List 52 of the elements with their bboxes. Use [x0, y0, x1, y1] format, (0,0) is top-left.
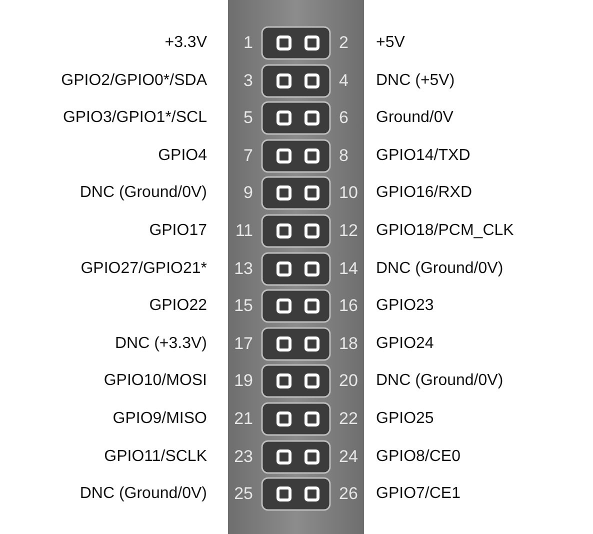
- pin-number: 21: [234, 409, 253, 429]
- pin-label: +5V: [376, 33, 405, 53]
- pin-label: GPIO18/PCM_CLK: [376, 221, 514, 241]
- pin-label: GPIO3/GPIO1*/SCL: [62, 108, 207, 128]
- pin-label: GPIO23: [376, 296, 434, 316]
- pin-label: DNC (+3.3V): [114, 334, 207, 354]
- pin-label: GPIO24: [376, 334, 434, 354]
- pin-number: 7: [244, 146, 253, 166]
- pin-number: 13: [234, 258, 253, 279]
- pin-number: 6: [339, 108, 348, 128]
- pin-label: GPIO25: [376, 409, 434, 429]
- pin-number: 18: [339, 334, 358, 354]
- pin-number: 11: [235, 221, 253, 241]
- pin-number: 4: [339, 70, 348, 91]
- pin-number: 3: [244, 70, 253, 91]
- pin-number: 2: [339, 33, 348, 53]
- pin-number: 17: [234, 334, 253, 354]
- pin-label: GPIO16/RXD: [376, 183, 472, 204]
- pin-number: 5: [244, 108, 253, 128]
- pin-label: GPIO11/SCLK: [104, 446, 207, 467]
- pin-label: DNC (Ground/0V): [376, 258, 504, 279]
- pin-number: 19: [234, 371, 253, 392]
- pin-label: DNC (Ground/0V): [80, 183, 207, 204]
- pin-label: GPIO22: [149, 296, 207, 316]
- pin-number: 22: [339, 409, 358, 429]
- pin-number: 9: [244, 183, 253, 204]
- pin-number: 20: [339, 371, 358, 392]
- pin-label: GPIO17: [149, 221, 207, 241]
- pin-number: 16: [339, 296, 358, 316]
- pin-label: GPIO4: [158, 146, 207, 166]
- pin-label: +3.3V: [164, 33, 207, 53]
- pin-label: GPIO2/GPIO0*/SDA: [61, 70, 207, 91]
- pin-label: GPIO27/GPIO21*: [80, 258, 207, 279]
- pin-label: GPIO8/CE0: [376, 446, 460, 467]
- pin-label: DNC (+5V): [376, 70, 455, 91]
- pin-number: 26: [339, 484, 358, 504]
- pin-number: 8: [339, 146, 348, 166]
- pin-label: GPIO9/MISO: [112, 409, 207, 429]
- pin-number: 15: [234, 296, 253, 316]
- pin-number: 24: [339, 446, 358, 467]
- pin-number: 10: [339, 183, 358, 204]
- pin-number: 12: [339, 221, 358, 241]
- pin-label: DNC (Ground/0V): [376, 371, 504, 392]
- pin-label: Ground/0V: [376, 108, 454, 128]
- pin-label: GPIO14/TXD: [376, 146, 470, 166]
- pin-label: GPIO10/MOSI: [104, 371, 207, 392]
- pin-number: 1: [244, 33, 253, 53]
- pin-label: DNC (Ground/0V): [80, 484, 207, 504]
- pin-number: 14: [339, 258, 358, 279]
- pin-number: 25: [234, 484, 253, 504]
- pin-number: 23: [234, 446, 253, 467]
- pin-label: GPIO7/CE1: [376, 484, 460, 504]
